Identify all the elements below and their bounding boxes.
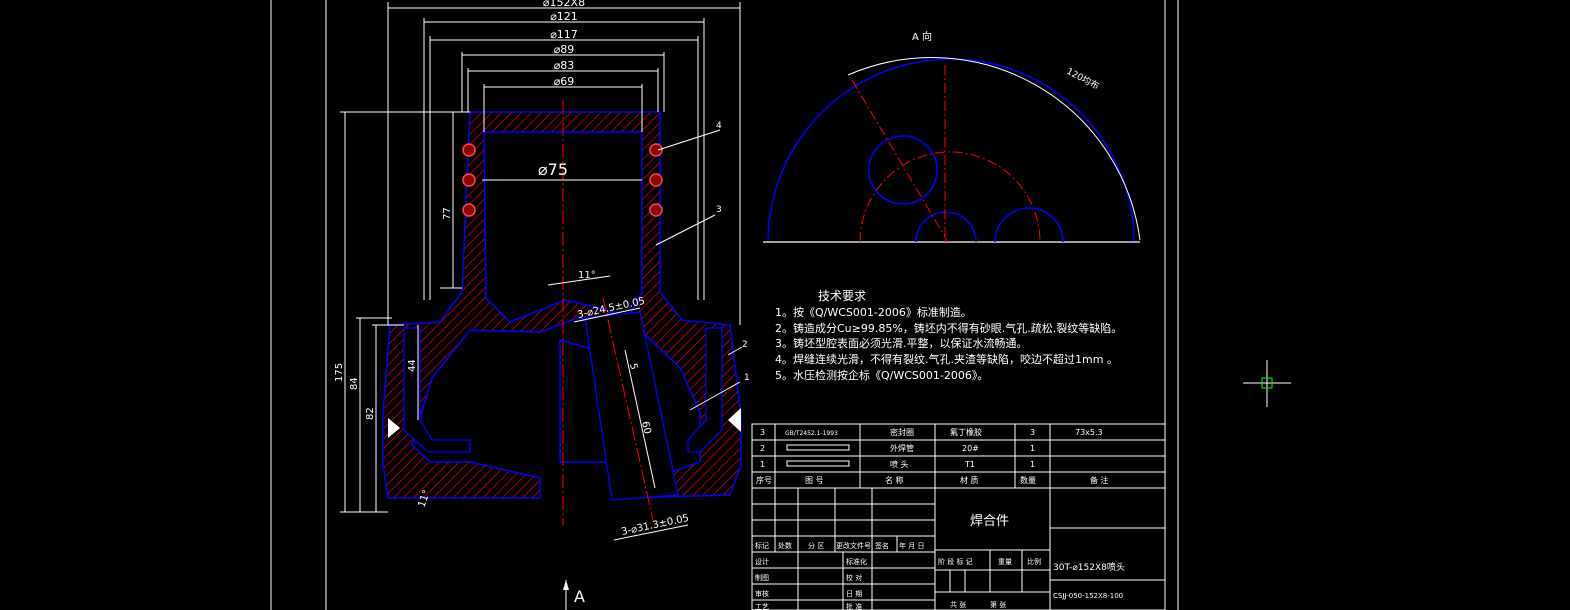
tech-title: 技术要求 xyxy=(818,289,866,303)
view-a-note: 120均布 xyxy=(1065,65,1102,92)
view-arrow-label: A xyxy=(574,587,585,606)
bom-row-1-no: 1 xyxy=(760,460,765,469)
tb-label-pizhun: 批 准 xyxy=(846,602,862,610)
view-a-title: A 向 xyxy=(912,30,932,43)
horizontal-dimensions xyxy=(387,2,741,325)
dim-h82: 82 xyxy=(365,407,376,420)
callout-3: 3 xyxy=(716,205,722,215)
tb-drawing-name: 30T-⌀152X8喷头 xyxy=(1053,562,1125,573)
bom-head-material: 材 质 xyxy=(960,475,979,485)
bom-head-qty: 数量 xyxy=(1020,475,1036,485)
dim-d117: ⌀117 xyxy=(550,28,578,41)
dim-d75: ⌀75 xyxy=(538,160,568,179)
tb-label-gongzhang: 共 张 xyxy=(950,600,966,609)
bom-row-3-remark: 73x5.3 xyxy=(1075,428,1103,437)
tb-label-chushu: 处数 xyxy=(778,541,792,550)
tb-label-jiaodui: 校 对 xyxy=(846,573,862,582)
tb-label-fenqu: 分 区 xyxy=(808,541,824,550)
tb-label-riqi: 日 期 xyxy=(846,590,862,598)
o-rings xyxy=(462,143,663,217)
tb-label-sheji: 设计 xyxy=(755,557,769,566)
seal-left xyxy=(388,418,400,438)
tb-label-jieduan: 阶 段 标 记 xyxy=(938,557,973,566)
bom-row-3-code: GB/T2452.1-1993 xyxy=(785,430,838,437)
centerlines xyxy=(562,100,654,525)
callout-2: 2 xyxy=(742,340,748,350)
view-a: A 向 120均布 xyxy=(763,30,1141,245)
dim-len5: 5 xyxy=(627,362,639,371)
tech-item-5: 5。水压检测按企标《Q/WCS001-2006》。 xyxy=(775,368,988,382)
view-a-pitch-arc xyxy=(859,151,1041,243)
callout-4: 4 xyxy=(716,121,722,131)
dim-d121: ⌀121 xyxy=(550,10,578,23)
tech-item-2: 2。铸造成分Cu≥99.85%，铸坯内不得有砂眼.气孔.疏松.裂纹等缺陷。 xyxy=(775,321,1122,335)
dim-h175: 175 xyxy=(334,363,345,382)
tb-label-qianming: 签名 xyxy=(875,541,889,550)
right-channel xyxy=(687,327,723,453)
tech-item-4: 4。焊缝连续光滑，不得有裂纹.气孔.夹渣等缺陷，咬边不超过1mm 。 xyxy=(775,352,1118,366)
drawing-frame xyxy=(270,0,1179,610)
tech-item-1: 1。按《Q/WCS001-2006》标准制造。 xyxy=(775,305,972,319)
crosshair-cursor xyxy=(1243,360,1291,407)
callout-leaders xyxy=(655,129,743,411)
section-view xyxy=(382,100,742,525)
tb-label-date: 年 月 日 xyxy=(899,541,924,550)
bom-row-1-name: 喷 头 xyxy=(890,459,909,469)
tb-label-bili: 比例 xyxy=(1027,557,1041,566)
dim-d83: ⌀83 xyxy=(554,59,575,72)
tb-label-biaoji: 标记 xyxy=(755,541,769,550)
bom-row-3-qty: 3 xyxy=(1030,428,1035,437)
seal-right xyxy=(728,408,741,432)
bom-row-1-qty: 1 xyxy=(1030,460,1035,469)
dim-h77: 77 xyxy=(442,207,453,220)
dim-h44: 44 xyxy=(407,359,418,372)
bom-row-3-name: 密封圈 xyxy=(890,427,914,437)
view-a-dim-arc xyxy=(847,57,1141,241)
tb-label-shenhe: 审核 xyxy=(755,589,769,598)
dim-d69: ⌀69 xyxy=(554,75,575,88)
bom-row-3-material: 氟丁橡胶 xyxy=(950,427,982,437)
bom-head-code: 图 号 xyxy=(805,476,824,485)
view-arrow-a: A xyxy=(563,580,585,610)
dim-ang11a: 11° xyxy=(578,270,596,281)
left-channel xyxy=(403,327,471,453)
tb-label-gaiwenjian: 更改文件号 xyxy=(836,541,871,550)
bom-row-2-name: 外焊管 xyxy=(890,443,914,453)
nozzle-channel xyxy=(584,311,679,501)
tb-label-biaozhunhua: 标准化 xyxy=(846,557,867,566)
vertical-dimensions xyxy=(340,111,470,513)
tb-label-zhongliang: 重量 xyxy=(998,558,1012,566)
dim-d152: ⌀152X8 xyxy=(543,0,585,9)
bom-row-3-no: 3 xyxy=(760,428,765,437)
bom-head-name: 名 称 xyxy=(885,475,904,485)
tb-label-dizhang: 第 张 xyxy=(990,600,1006,609)
bom-head-no: 序号 xyxy=(756,475,772,485)
dim-hole2: 3-⌀31.3±0.05 xyxy=(620,513,690,538)
bom-row-2-no: 2 xyxy=(760,444,765,453)
tb-label-gongyi: 工艺 xyxy=(755,603,769,610)
tb-part-name: 焊合件 xyxy=(970,513,1009,529)
tech-requirements: 技术要求 1。按《Q/WCS001-2006》标准制造。 2。铸造成分Cu≥99… xyxy=(775,289,1122,382)
bom-row-1-material: T1 xyxy=(964,460,975,469)
bom-table xyxy=(751,423,1166,489)
dim-h84: 84 xyxy=(349,377,360,390)
callout-1: 1 xyxy=(744,373,750,383)
bom-row-2-material: 20# xyxy=(962,444,979,453)
bom-row-2-qty: 1 xyxy=(1030,444,1035,453)
dim-d89: ⌀89 xyxy=(554,43,575,56)
view-a-outer-arc xyxy=(767,58,1135,243)
bom-head-remark: 备 注 xyxy=(1090,475,1109,485)
tech-item-3: 3。铸坯型腔表面必须光滑.平整，以保证水流畅通。 xyxy=(775,336,1028,350)
title-block xyxy=(751,487,1166,610)
tb-label-zhitu: 制图 xyxy=(755,573,769,582)
tb-drawing-code: CSJJ-050-152X8-100 xyxy=(1053,592,1123,600)
